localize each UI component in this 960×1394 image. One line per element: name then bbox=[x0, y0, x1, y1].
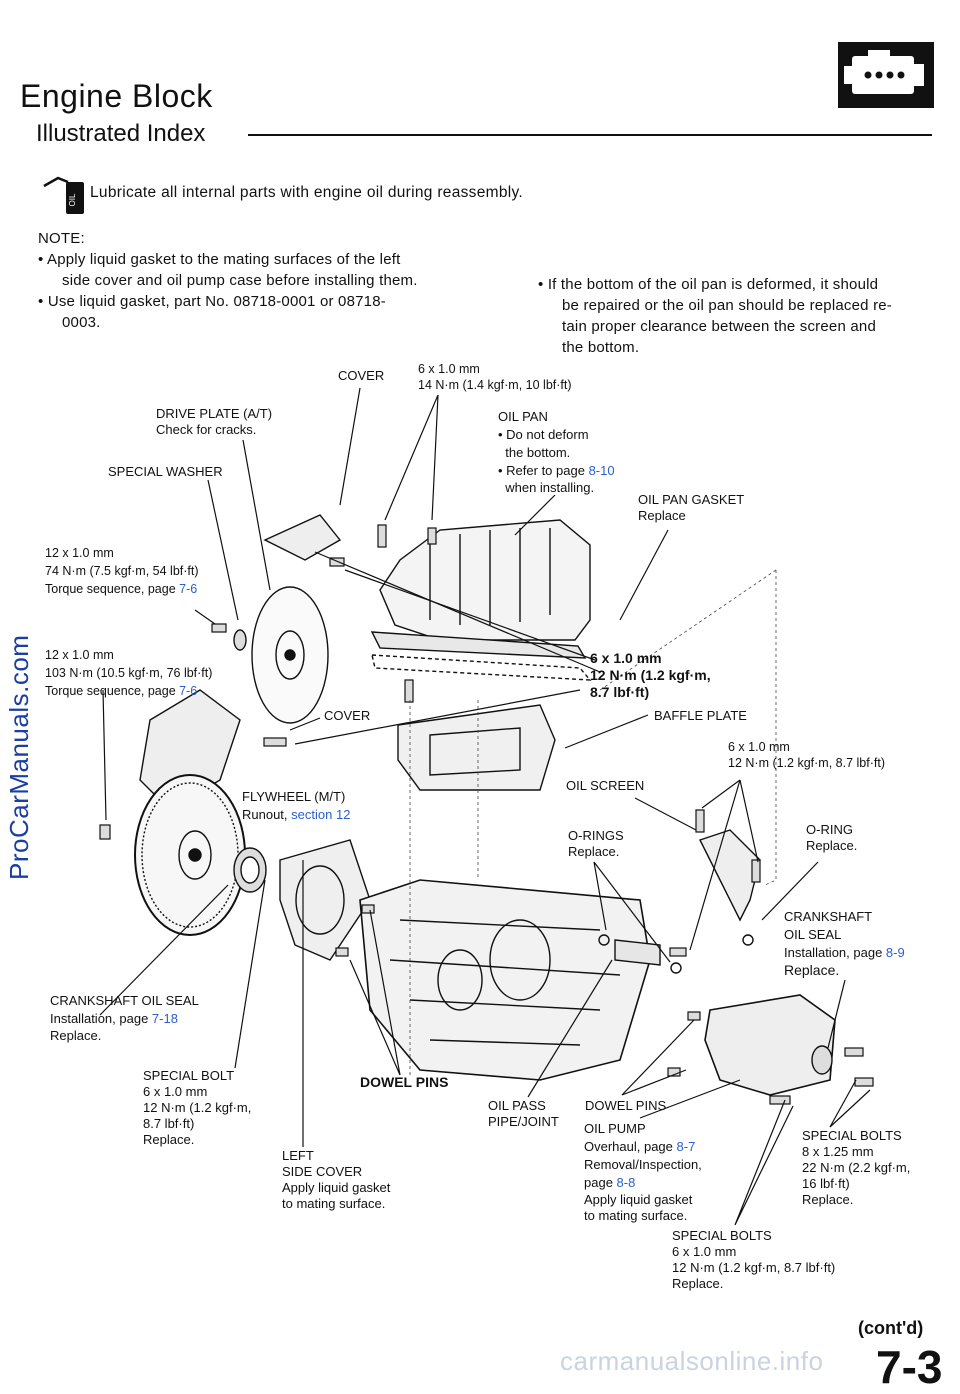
label-oil-pan-gasket: OIL PAN GASKET Replace bbox=[638, 492, 745, 523]
bolt-103nm-text: 12 x 1.0 mm 103 N·m (10.5 kgf·m, 76 lbf·… bbox=[45, 648, 213, 698]
continued-marker: (cont'd) bbox=[858, 1318, 924, 1338]
oil-pump-text-3: Apply liquid gasket to mating surface. bbox=[584, 1192, 693, 1223]
oil-pump-removal-link[interactable]: 8-8 bbox=[616, 1175, 636, 1190]
bolt-74nm-text: 12 x 1.0 mm 74 N·m (7.5 kgf·m, 54 lbf·ft… bbox=[45, 546, 199, 596]
label-crankshaft-oil-seal-right: CRANKSHAFT OIL SEAL Installation, page 8… bbox=[784, 908, 905, 978]
note-heading: NOTE: bbox=[38, 230, 85, 247]
oil-pump-text-2: Removal/Inspection, page bbox=[584, 1157, 702, 1190]
header-rule bbox=[248, 134, 932, 136]
bolt-103nm-page-link[interactable]: 7-6 bbox=[179, 684, 198, 698]
note-left-line-2: side cover and oil pump case before inst… bbox=[62, 272, 418, 289]
label-special-bolts-6mm: SPECIAL BOLTS 6 x 1.0 mm 12 N·m (1.2 kgf… bbox=[672, 1228, 836, 1291]
label-o-rings: O-RINGS Replace. bbox=[568, 828, 624, 859]
page-subtitle: Illustrated Index bbox=[36, 120, 206, 147]
note-right-line-4: the bottom. bbox=[562, 339, 640, 356]
oil-pump-removal: Removal/Inspection, page 8-8 bbox=[584, 1156, 702, 1192]
label-flywheel: FLYWHEEL (M/T) Runout, section 12 bbox=[242, 788, 350, 824]
flywheel-text: FLYWHEEL (M/T) Runout, bbox=[242, 789, 346, 822]
crank-seal-left-text: CRANKSHAFT OIL SEAL Installation, page bbox=[50, 993, 199, 1026]
crank-seal-left-replace: Replace. bbox=[50, 1028, 102, 1043]
crank-seal-left-page-link[interactable]: 7-18 bbox=[151, 1011, 178, 1026]
label-oil-screen: OIL SCREEN bbox=[566, 778, 645, 793]
label-special-washer: SPECIAL WASHER bbox=[108, 464, 223, 479]
label-dowel-pins-bold: DOWEL PINS bbox=[360, 1074, 449, 1090]
label-baffle-plate: BAFFLE PLATE bbox=[654, 708, 747, 723]
oil-can-icon: OIL bbox=[42, 176, 86, 216]
note-left-line-4: 0003. bbox=[62, 314, 101, 331]
label-special-bolts-8mm: SPECIAL BOLTS 8 x 1.25 mm 22 N·m (2.2 kg… bbox=[802, 1128, 911, 1207]
crank-seal-right-text: CRANKSHAFT OIL SEAL Installation, page bbox=[784, 909, 883, 960]
lubricate-instruction: Lubricate all internal parts with engine… bbox=[90, 184, 524, 201]
page-number: 7-3 bbox=[876, 1341, 943, 1393]
label-oil-pump: OIL PUMP Overhaul, page 8-7 Removal/Insp… bbox=[584, 1120, 702, 1224]
label-oil-pass-pipe: OIL PASS PIPE/JOINT bbox=[488, 1098, 559, 1129]
note-right-line-2: be repaired or the oil pan should be rep… bbox=[562, 297, 893, 314]
label-bolt-14nm: 6 x 1.0 mm 14 N·m (1.4 kgf·m, 10 lbf·ft) bbox=[418, 362, 572, 392]
label-o-ring: O-RING Replace. bbox=[806, 822, 858, 853]
label-bolt-oil-screen: 6 x 1.0 mm 12 N·m (1.2 kgf·m, 8.7 lbf·ft… bbox=[728, 740, 885, 770]
label-bolt-74nm: 12 x 1.0 mm 74 N·m (7.5 kgf·m, 54 lbf·ft… bbox=[45, 544, 199, 598]
label-left-side-cover: LEFT SIDE COVER Apply liquid gasket to m… bbox=[282, 1148, 391, 1211]
note-left-line-1: • Apply liquid gasket to the mating surf… bbox=[38, 251, 401, 268]
label-dowel-pins: DOWEL PINS bbox=[585, 1098, 667, 1113]
oil-pan-text: OIL PAN • Do not deform the bottom. • Re… bbox=[498, 409, 589, 478]
label-cover-top: COVER bbox=[338, 368, 385, 383]
page-title: Engine Block bbox=[20, 78, 213, 114]
label-oil-pan: OIL PAN • Do not deform the bottom. • Re… bbox=[498, 408, 615, 496]
label-special-bolt: SPECIAL BOLT 6 x 1.0 mm 12 N·m (1.2 kgf·… bbox=[143, 1068, 252, 1147]
oil-pump-overhaul-link[interactable]: 8-7 bbox=[676, 1139, 696, 1154]
note-right-line-3: tain proper clearance between the screen… bbox=[562, 318, 877, 335]
label-cover-mid: COVER bbox=[324, 708, 371, 723]
oil-pan-text-2: when installing. bbox=[498, 480, 595, 495]
note-right-line-1: • If the bottom of the oil pan is deform… bbox=[538, 276, 879, 293]
flywheel-section-link[interactable]: section 12 bbox=[291, 807, 351, 822]
bolt-74nm-page-link[interactable]: 7-6 bbox=[179, 582, 198, 596]
crank-seal-right-page-link[interactable]: 8-9 bbox=[885, 945, 905, 960]
watermark-side: ProCarManuals.com bbox=[4, 634, 34, 880]
crank-seal-right-replace: Replace. bbox=[784, 962, 840, 978]
oil-pump-text: OIL PUMP Overhaul, page bbox=[584, 1121, 673, 1154]
engine-section-icon bbox=[838, 42, 934, 108]
svg-text:OIL: OIL bbox=[68, 193, 77, 206]
label-drive-plate: DRIVE PLATE (A/T) Check for cracks. bbox=[156, 406, 273, 437]
watermark-bottom: carmanualsonline.info bbox=[560, 1346, 824, 1376]
note-left-line-3: • Use liquid gasket, part No. 08718-0001… bbox=[38, 293, 386, 310]
label-crankshaft-oil-seal-left: CRANKSHAFT OIL SEAL Installation, page 7… bbox=[50, 992, 199, 1044]
label-bolt-12nm-bold: 6 x 1.0 mm 12 N·m (1.2 kgf·m, 8.7 lbf·ft… bbox=[590, 650, 711, 700]
oil-pan-page-link[interactable]: 8-10 bbox=[588, 463, 615, 478]
label-bolt-103nm: 12 x 1.0 mm 103 N·m (10.5 kgf·m, 76 lbf·… bbox=[45, 646, 212, 700]
